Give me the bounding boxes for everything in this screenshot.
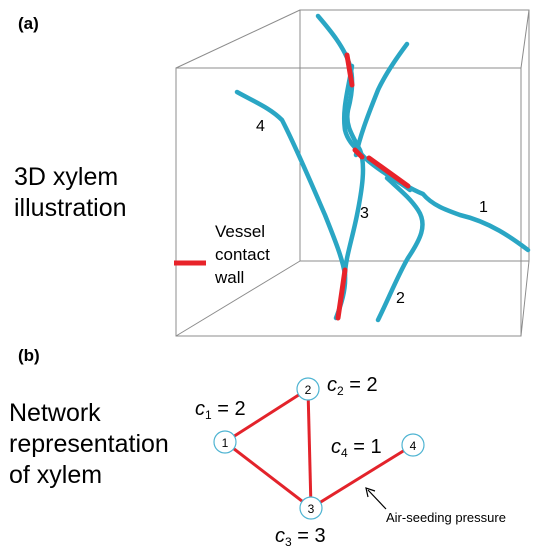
node-4-label: 4 bbox=[410, 439, 417, 453]
legend-line-2: contact bbox=[215, 245, 270, 264]
panel-a-title-line-2: illustration bbox=[14, 194, 127, 222]
edge-1-3 bbox=[224, 440, 312, 510]
edge-3-4 bbox=[310, 443, 414, 510]
panel-a-title: 3D xylem illustration bbox=[14, 162, 127, 224]
box-edge-tl bbox=[175, 9, 301, 69]
capacity-c3: c3 = 3 bbox=[275, 525, 326, 549]
vessel-label-1: 1 bbox=[479, 199, 488, 216]
network-edges bbox=[224, 387, 414, 510]
box-edge-br bbox=[520, 260, 530, 337]
network-nodes bbox=[213, 377, 425, 520]
legend-line-1: Vessel bbox=[215, 222, 266, 241]
contact-walls bbox=[335, 52, 411, 321]
box-back-face bbox=[299, 9, 530, 262]
contact-wall-diagonal bbox=[366, 155, 411, 189]
vessel-label-2: 2 bbox=[396, 290, 405, 307]
panel-a-label: (a) bbox=[18, 14, 39, 33]
panel-b-label: (b) bbox=[18, 346, 40, 365]
legend-line-3: wall bbox=[215, 268, 245, 287]
node-3 bbox=[299, 496, 323, 520]
contact-wall-top bbox=[344, 52, 355, 88]
capacity-c2: c2 = 2 bbox=[327, 374, 378, 398]
capacity-c1: c1 = 2 bbox=[195, 398, 246, 422]
node-3-label: 3 bbox=[308, 502, 315, 516]
edge-2-3 bbox=[306, 388, 313, 509]
node-4 bbox=[401, 433, 425, 457]
edge-1-2 bbox=[224, 387, 309, 444]
node-2-label: 2 bbox=[305, 383, 312, 397]
node-1 bbox=[213, 430, 237, 454]
vessel-label-3: 3 bbox=[360, 205, 369, 222]
box-edge-bl bbox=[175, 260, 301, 337]
contact-wall-mid bbox=[352, 147, 365, 160]
panel-b-title-line-3: of xylem bbox=[9, 461, 103, 489]
box-edge-tr bbox=[520, 9, 530, 69]
air-seeding-label: Air-seeding pressure bbox=[386, 510, 506, 525]
contact-wall-bottom bbox=[335, 267, 348, 321]
legend-text: Vessel contact wall bbox=[215, 220, 270, 289]
panel-b-title: Network representation of xylem bbox=[9, 398, 169, 491]
vessel-label-4: 4 bbox=[256, 118, 265, 135]
panel-b-title-line-1: Network bbox=[9, 399, 101, 427]
vessel-2 bbox=[375, 175, 425, 323]
panel-b-title-line-2: representation bbox=[9, 430, 169, 458]
node-1-label: 1 bbox=[222, 436, 229, 450]
air-seeding-arrow bbox=[365, 487, 387, 510]
capacity-c4: c4 = 1 bbox=[331, 436, 382, 460]
panel-a-title-line-1: 3D xylem bbox=[14, 163, 119, 191]
node-2 bbox=[296, 377, 320, 401]
vessel-branch-a bbox=[353, 41, 410, 158]
